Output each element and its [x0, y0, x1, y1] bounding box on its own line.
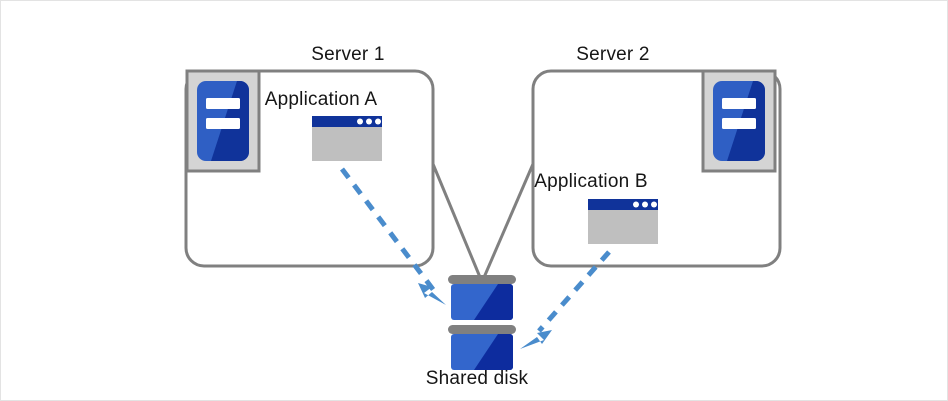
server-2-icon-panel — [701, 69, 777, 173]
server-icon-bar-top — [722, 98, 756, 109]
window-dot-3 — [375, 118, 381, 125]
disk-bar-bottom — [448, 325, 516, 334]
server-icon-bar-top — [206, 98, 240, 109]
server-1-title: Server 1 — [311, 44, 385, 65]
window-dot-2 — [366, 118, 372, 125]
server-icon — [197, 81, 249, 161]
application-window-titlebar — [312, 116, 382, 127]
window-dot-1 — [633, 201, 639, 208]
arrow-a-shaft — [340, 167, 437, 294]
application-window-icon-b[interactable] — [588, 199, 658, 244]
server-icon-bar-bottom — [722, 118, 756, 129]
connector-server1-to-disk — [431, 163, 484, 283]
window-dot-3 — [651, 201, 657, 208]
arrow-b-head — [520, 330, 552, 349]
server-2-title: Server 2 — [576, 44, 650, 65]
application-window-icon-a[interactable] — [312, 116, 382, 161]
application-b-label: Application B — [534, 171, 648, 192]
connector-server2-to-disk — [480, 163, 535, 283]
data-access-arrow-a — [340, 167, 446, 305]
arrow-a-head — [418, 283, 446, 305]
disk-platter-top — [451, 284, 513, 320]
application-a-label: Application A — [264, 89, 378, 110]
shared-disk-icon[interactable] — [448, 275, 516, 370]
arrow-b-shaft — [537, 250, 611, 333]
application-window-titlebar — [588, 199, 658, 210]
server-1-icon-panel — [185, 69, 261, 173]
server-icon-bar-bottom — [206, 118, 240, 129]
disk-platter-bottom — [451, 334, 513, 370]
server-icon — [713, 81, 765, 161]
window-dot-2 — [642, 201, 648, 208]
shared-disk-label: Shared disk — [425, 368, 529, 389]
cluster-connector-lines — [431, 163, 535, 283]
data-access-arrow-b — [520, 250, 611, 349]
disk-bar-top — [448, 275, 516, 284]
window-dot-1 — [357, 118, 363, 125]
